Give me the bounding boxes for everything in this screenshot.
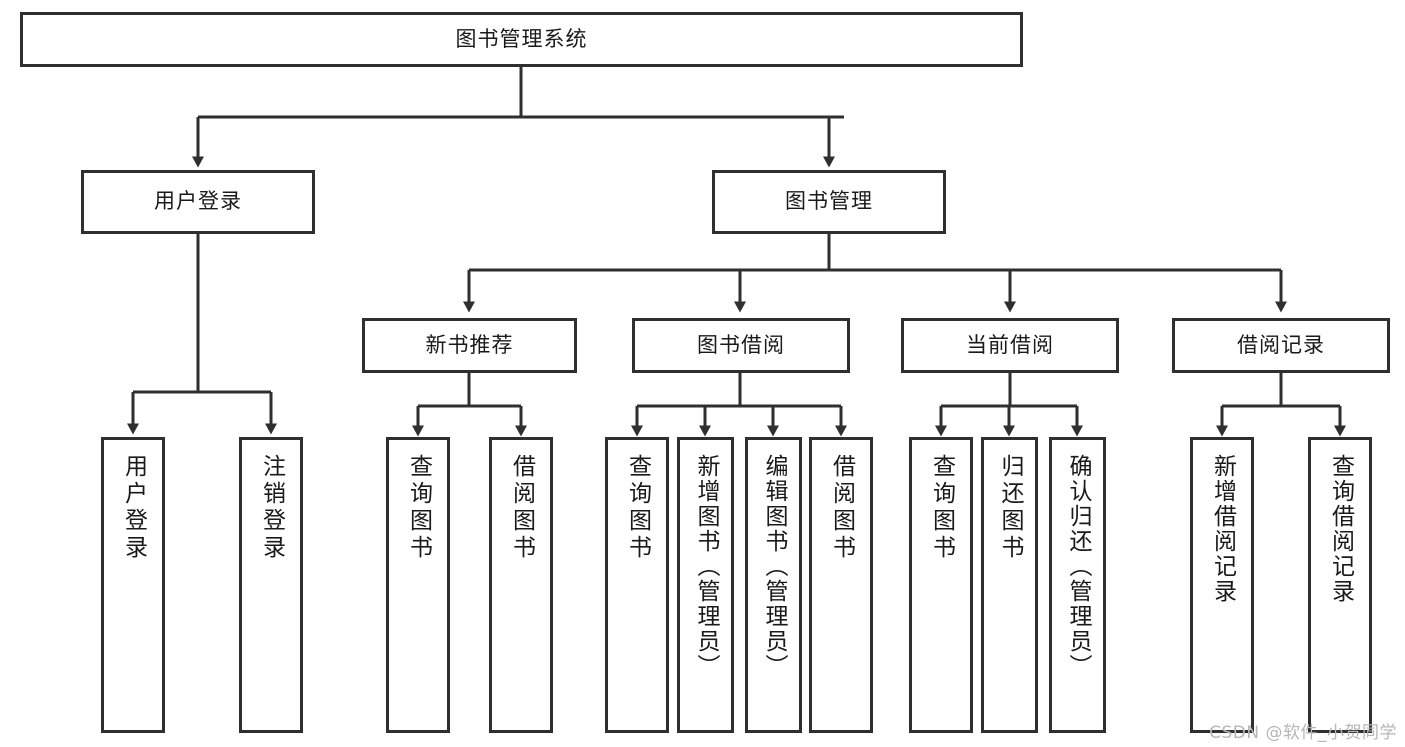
node-label: 新书推荐 <box>425 332 514 357</box>
node-label: 借阅图书 <box>828 454 855 562</box>
leaf-query-borrow-record[interactable]: 查询借阅记录 <box>1308 437 1372 733</box>
node-label: 图书管理系统 <box>455 26 588 51</box>
leaf-user-login[interactable]: 用户登录 <box>101 437 165 733</box>
leaf-return-book[interactable]: 归还图书 <box>981 437 1038 733</box>
node-label: 查询图书 <box>405 454 432 562</box>
node-user-login[interactable]: 用户登录 <box>81 170 315 234</box>
node-label: 新增图书（管理员） <box>693 454 719 679</box>
leaf-borrow-book-2[interactable]: 借阅图书 <box>809 437 873 733</box>
leaf-edit-book-admin[interactable]: 编辑图书（管理员） <box>745 437 802 733</box>
leaf-query-book-3[interactable]: 查询图书 <box>909 437 973 733</box>
node-book-borrow[interactable]: 图书借阅 <box>632 318 850 373</box>
node-new-book-recommend[interactable]: 新书推荐 <box>362 318 577 373</box>
leaf-borrow-book-1[interactable]: 借阅图书 <box>489 437 553 733</box>
node-label: 确认归还（管理员） <box>1065 454 1091 679</box>
leaf-query-book-1[interactable]: 查询图书 <box>386 437 450 733</box>
node-book-manage[interactable]: 图书管理 <box>712 170 946 234</box>
leaf-add-borrow-record[interactable]: 新增借阅记录 <box>1190 437 1254 733</box>
node-label: 编辑图书（管理员） <box>761 454 787 679</box>
node-label: 新增借阅记录 <box>1209 454 1236 604</box>
node-label: 归还图书 <box>997 454 1023 562</box>
node-label: 借阅图书 <box>508 454 535 562</box>
node-label: 图书管理 <box>785 189 873 214</box>
node-label: 查询借阅记录 <box>1327 454 1354 604</box>
node-label: 当前借阅 <box>966 332 1054 357</box>
leaf-logout-login[interactable]: 注销登录 <box>239 437 303 733</box>
node-label: 查询图书 <box>624 454 651 562</box>
node-label: 查询图书 <box>928 454 955 562</box>
node-label: 注销登录 <box>258 454 285 562</box>
node-label: 借阅记录 <box>1237 332 1325 357</box>
node-borrow-record[interactable]: 借阅记录 <box>1172 318 1390 373</box>
leaf-add-book-admin[interactable]: 新增图书（管理员） <box>677 437 734 733</box>
leaf-query-book-2[interactable]: 查询图书 <box>605 437 669 733</box>
node-label: 用户登录 <box>154 189 242 214</box>
leaf-confirm-return-admin[interactable]: 确认归还（管理员） <box>1049 437 1106 733</box>
node-book-management-system[interactable]: 图书管理系统 <box>20 12 1023 67</box>
node-current-borrow[interactable]: 当前借阅 <box>901 318 1119 373</box>
node-label: 图书借阅 <box>697 332 785 357</box>
node-label: 用户登录 <box>120 454 147 562</box>
